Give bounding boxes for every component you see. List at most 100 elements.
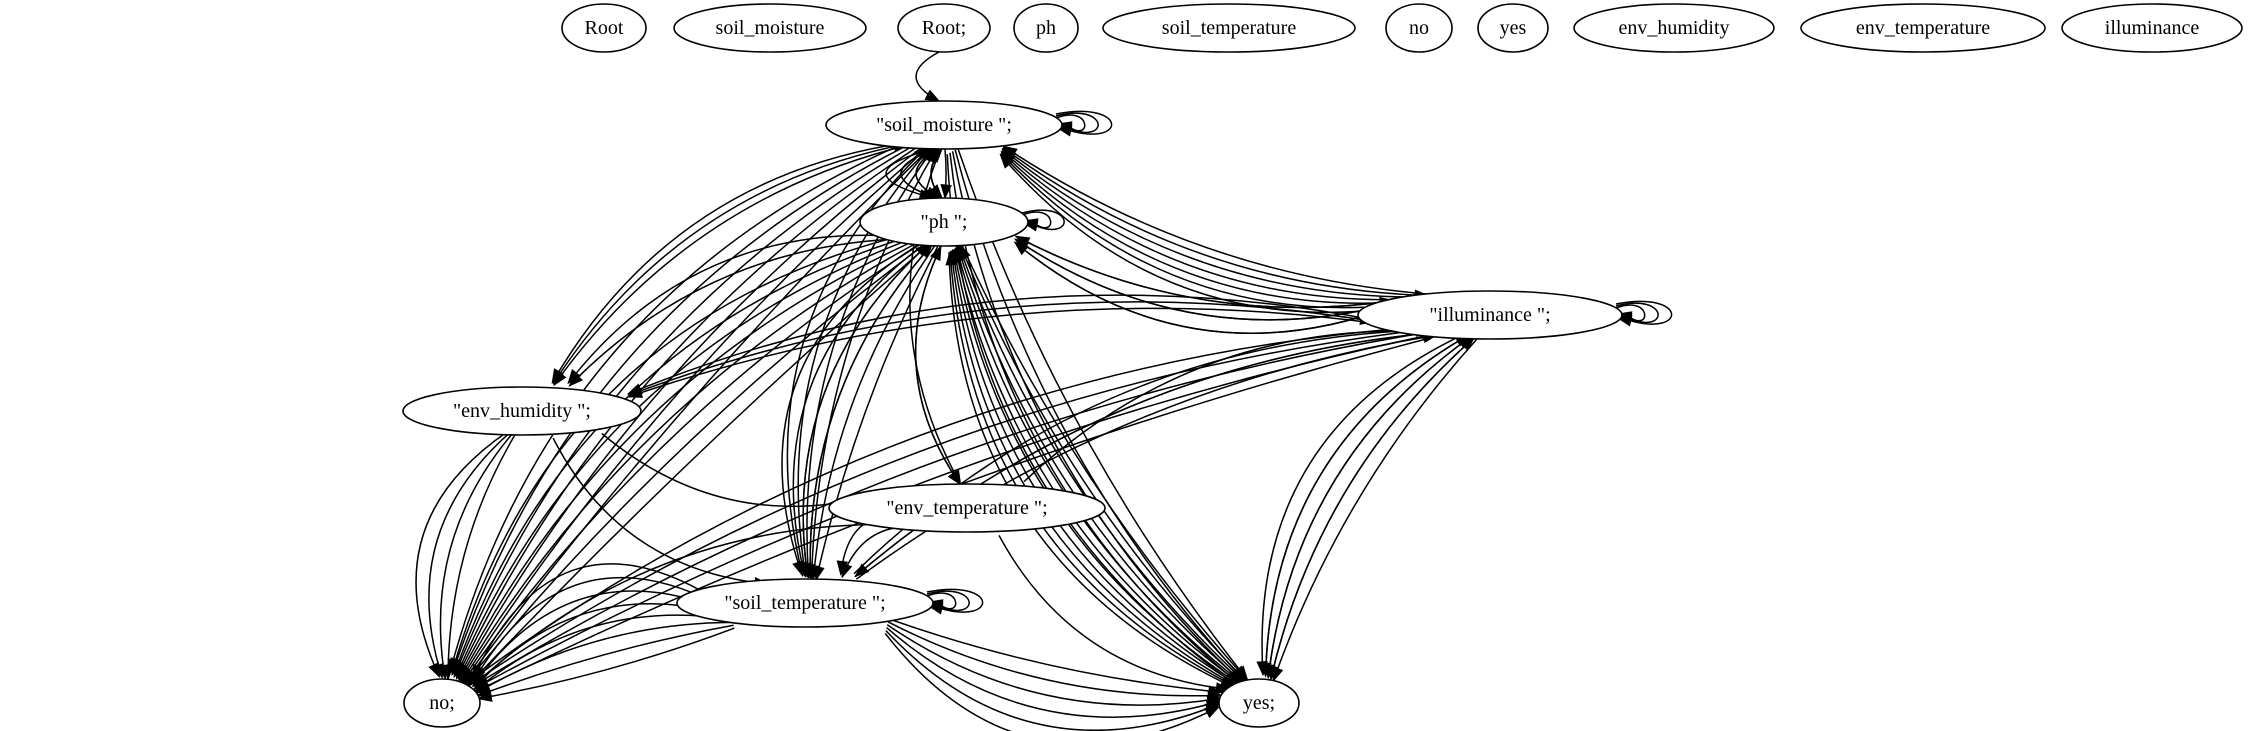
edge-line: [1014, 238, 1393, 321]
node-ellipse: [1800, 3, 2046, 53]
edge-line: [455, 144, 921, 680]
edge-arrowhead: [792, 560, 804, 577]
edge-line: [459, 241, 918, 681]
graph-edge: [1002, 145, 1429, 295]
node-label: "ph ";: [921, 211, 968, 233]
edge-line: [886, 624, 1221, 706]
node-ellipse: [2061, 3, 2243, 53]
edge-line: [915, 51, 940, 102]
node-label: soil_temperature: [1162, 17, 1297, 39]
node-ellipse: [676, 578, 934, 628]
node-ellipse: [1102, 3, 1356, 53]
graph-edge: [1269, 336, 1476, 680]
node-ellipse: [1357, 290, 1623, 340]
edge-line: [551, 141, 907, 383]
edge-line: [553, 144, 909, 386]
edge-line: [451, 233, 910, 673]
edge-line: [885, 630, 1220, 731]
node-ellipse: [1218, 678, 1300, 728]
graph-edge: [940, 148, 952, 200]
graph-edge: [626, 294, 1374, 395]
graph-edge: [1256, 332, 1467, 677]
edge-line: [886, 627, 1221, 718]
node-ellipse: [1013, 3, 1079, 53]
edge-line: [628, 301, 1374, 397]
edge-line: [552, 437, 769, 585]
edge-line: [447, 434, 516, 680]
edge-arrowhead: [450, 657, 462, 674]
graph-edge: [567, 234, 897, 385]
graph-node: no;: [403, 678, 481, 728]
edge-arrowhead: [1002, 145, 1018, 159]
edge-line: [477, 624, 734, 697]
node-ellipse: [828, 483, 1106, 533]
edge-line: [476, 621, 733, 694]
edge-line: [926, 590, 970, 612]
edge-line: [457, 239, 916, 679]
edge-line: [998, 535, 1230, 691]
node-label: no;: [429, 692, 455, 714]
edge-line: [628, 307, 1374, 398]
graph-edge: [474, 602, 732, 689]
edge-arrowhead: [1215, 682, 1231, 694]
graph-node: Root: [561, 3, 647, 53]
graph-node: "env_humidity ";: [402, 386, 642, 436]
edge-line: [568, 238, 898, 387]
node-label: soil_moisture: [716, 17, 825, 39]
edge-line: [786, 145, 929, 577]
edge-line: [627, 294, 1374, 395]
node-label: yes;: [1243, 692, 1275, 714]
graph-edge: [781, 240, 924, 577]
graph-edge: [884, 633, 1221, 731]
edge-line: [1000, 152, 1427, 309]
graph-node: "illuminance ";: [1357, 290, 1623, 340]
edge-line: [1002, 146, 1429, 297]
graph-edge: [955, 247, 1243, 684]
graph-node: yes: [1477, 3, 1549, 53]
edge-line: [1264, 334, 1470, 677]
edge-line: [1272, 338, 1478, 682]
node-ellipse: [1477, 3, 1549, 53]
edges-layer: [415, 51, 1673, 731]
graph-edge: [1000, 152, 1428, 309]
edge-line: [451, 140, 916, 675]
edge-line: [1261, 332, 1467, 675]
edge-line: [1055, 110, 1113, 135]
node-ellipse: [403, 678, 481, 728]
graph-node: ph: [1013, 3, 1079, 53]
edge-line: [958, 245, 1245, 682]
graph-edge: [1264, 334, 1471, 677]
edge-line: [1267, 335, 1472, 678]
edge-line: [1269, 337, 1475, 680]
edge-line: [474, 602, 732, 688]
edge-line: [812, 245, 936, 579]
graph-edge: [1000, 150, 1427, 305]
graph-edge: [1268, 337, 1475, 681]
node-ellipse: [825, 100, 1063, 150]
node-label: "env_humidity ";: [453, 400, 591, 422]
node-label: env_temperature: [1856, 17, 1990, 39]
edge-arrowhead: [924, 89, 941, 102]
edge-line: [1615, 300, 1673, 325]
edge-line: [462, 150, 928, 686]
node-label: yes: [1500, 17, 1527, 39]
node-ellipse: [1573, 3, 1775, 53]
node-label: "soil_temperature ";: [724, 592, 885, 614]
node-label: "env_temperature ";: [886, 497, 1047, 519]
edge-line: [802, 243, 930, 577]
edge-line: [884, 633, 1220, 731]
edge-line: [1014, 241, 1393, 334]
graph-node: yes;: [1218, 678, 1300, 728]
edge-arrowhead: [1256, 660, 1268, 677]
edge-arrowhead: [472, 663, 484, 680]
node-label: "illuminance ";: [1429, 304, 1550, 326]
edge-arrowhead: [836, 560, 848, 576]
graph-node: Root;: [897, 3, 991, 53]
edge-line: [797, 146, 932, 578]
edge-arrowhead: [1014, 235, 1031, 248]
edge-line: [1055, 112, 1099, 134]
edge-arrowhead: [1460, 336, 1476, 352]
node-label: "soil_moisture ";: [876, 114, 1012, 136]
edge-arrowhead: [428, 662, 440, 679]
